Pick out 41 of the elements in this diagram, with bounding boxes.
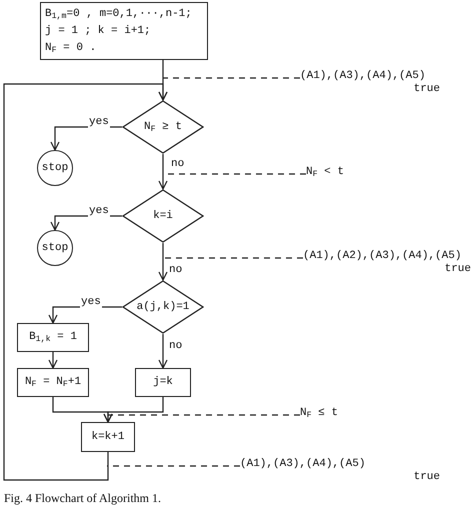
node-text: B$_{1,m}$=0 , m=0,1,···,n-1;: [45, 6, 193, 22]
process-box: [40, 2, 208, 60]
node-text: B$_{1,k}$ = 1: [29, 330, 77, 346]
node-text: k=k+1: [91, 430, 124, 444]
node-text: stop: [42, 240, 68, 256]
node-text: N$_{F}$ = 0 .: [45, 40, 98, 56]
arrow: [158, 154, 168, 190]
process-box: [17, 323, 89, 352]
figure-caption: Fig. 4 Flowchart of Algorithm 1.: [4, 490, 161, 506]
edge-label: yes: [88, 205, 110, 217]
arrow: [158, 243, 168, 281]
arrow: [3, 83, 168, 481]
node-text: N$_{F}$ ≥ t: [144, 120, 182, 136]
arrow: [103, 397, 164, 423]
process-box: [17, 368, 89, 397]
arrow: [50, 126, 122, 151]
process-box: [135, 368, 191, 397]
node-text: a(j,k)=1: [136, 300, 190, 315]
node-text: j = 1 ; k = i+1;: [45, 24, 152, 38]
node-text: (A1),(A2),(A3),(A4),(A5): [303, 250, 462, 263]
node-text: N$_{F}$ ≤ t: [300, 407, 338, 420]
leader-line: [107, 465, 240, 467]
leader-line: [163, 77, 300, 79]
process-box: [81, 422, 135, 452]
arrow: [50, 215, 122, 231]
node-text: N$_{F}$ = N$_{F}$+1: [24, 375, 82, 391]
edge-label: yes: [80, 296, 102, 308]
node-text: stop: [42, 160, 68, 176]
leader-line: [163, 257, 303, 259]
arrow: [158, 334, 168, 369]
node-text: j=k: [153, 375, 173, 390]
edge-label: yes: [88, 116, 110, 128]
node-text: k=i: [153, 208, 173, 224]
node-text: (A1),(A3),(A4),(A5): [300, 70, 426, 83]
node-text: true: [444, 263, 471, 276]
node-text: (A1),(A3),(A4),(A5): [240, 458, 366, 471]
arrow: [48, 306, 122, 324]
arrow: [48, 352, 58, 369]
node-text: true: [414, 471, 440, 484]
node-text: true: [414, 83, 440, 96]
node-text: N$_{F}$ < t: [306, 166, 344, 179]
